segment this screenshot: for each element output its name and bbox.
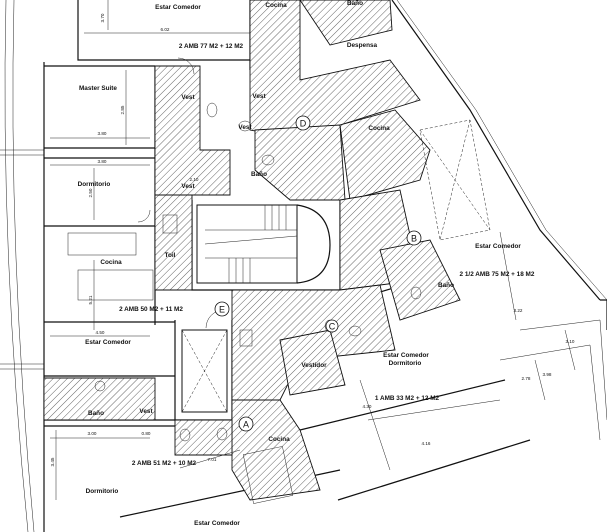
dim-602: 6.02: [161, 27, 170, 32]
label-toil: Toil: [165, 252, 176, 259]
unit-letter-e: E: [219, 305, 225, 315]
label-estar-comedor-left: Estar Comedor: [85, 339, 131, 346]
label-vest-1: Vest: [181, 94, 195, 101]
label-unit-1amb33: 1 AMB 33 M2 + 12 M2: [375, 395, 440, 402]
dim-285: 2.85: [120, 105, 125, 114]
dim-345: 3.45: [50, 457, 55, 466]
label-unit-2amb75: 2 1/2 AMB 75 M2 + 18 M2: [460, 271, 535, 278]
room-labels: Estar Comedor Cocina Baño Despensa 2 AMB…: [78, 0, 535, 527]
label-estar-comedor-east: Estar Comedor: [475, 243, 521, 250]
unit-letter-b: B: [411, 234, 417, 244]
label-unit-2amb51: 2 AMB 51 M2 + 10 M2: [132, 460, 197, 467]
label-estar-comedor-dormitorio-2: Dormitorio: [389, 360, 422, 367]
unit-letter-a: A: [243, 420, 249, 430]
label-cocina-ne: Cocina: [368, 125, 390, 132]
dim-380b: 3.80: [98, 159, 107, 164]
dim-300: 3.00: [88, 431, 97, 436]
dim-398: 3.98: [543, 372, 552, 377]
label-cocina-left: Cocina: [100, 259, 122, 266]
label-unit-2amb50: 2 AMB 50 M2 + 11 M2: [119, 306, 183, 313]
label-bano-east: Baño: [438, 282, 454, 289]
label-vest-4: Vest: [181, 183, 195, 190]
label-master-suite: Master Suite: [79, 85, 117, 92]
dim-310: 3.10: [566, 339, 575, 344]
dim-380a: 3.80: [98, 131, 107, 136]
hatched-walls: [43, 0, 461, 501]
stair-core: [196, 204, 331, 284]
label-estar-comedor-bottom: Estar Comedor: [194, 520, 240, 527]
label-cocina-sw: Cocina: [268, 436, 290, 443]
dim-701: 7.01: [208, 457, 217, 462]
label-vest-2: Vest: [252, 93, 266, 100]
label-vest-sw: Vest: [139, 408, 153, 415]
dimension-lines: [50, 0, 576, 500]
label-estar-comedor-top: Estar Comedor: [155, 4, 201, 11]
elevator-shaft: [181, 329, 228, 413]
label-bano-mid: Baño: [251, 171, 267, 178]
dim-080: 0.80: [142, 431, 151, 436]
dim-370: 3.70: [100, 13, 105, 22]
furniture: [67, 57, 422, 504]
unit-letter-d: D: [300, 119, 307, 129]
label-estar-comedor-dormitorio-1: Estar Comedor: [383, 352, 429, 359]
label-despensa: Despensa: [347, 42, 378, 49]
dim-521: 5.21: [88, 295, 93, 304]
dim-210: 2.10: [190, 177, 199, 182]
dim-430: 4.30: [363, 404, 372, 409]
label-dormitorio-sw: Dormitorio: [86, 488, 119, 495]
dim-250: 2.50: [88, 188, 93, 197]
label-bano-sw: Baño: [88, 410, 104, 417]
light-well: [419, 119, 491, 241]
unit-bubbles: D B E C A: [214, 115, 422, 432]
dim-322: 3.22: [514, 308, 523, 313]
label-vestidor: Vestidor: [301, 362, 327, 369]
label-unit-2amb77: 2 AMB 77 M2 + 12 M2: [179, 43, 244, 50]
dim-416: 4.16: [422, 441, 431, 446]
dim-450: 4.50: [96, 330, 105, 335]
dimension-texts: 3.70 6.02 3.80 2.85 3.80 2.10 2.50 5.21 …: [50, 13, 575, 466]
label-cocina-top: Cocina: [265, 2, 287, 9]
label-vest-3: Vest: [238, 124, 252, 131]
dim-278: 2.78: [522, 376, 531, 381]
unit-letter-c: C: [329, 322, 336, 332]
label-bano-top: Baño: [347, 0, 363, 7]
